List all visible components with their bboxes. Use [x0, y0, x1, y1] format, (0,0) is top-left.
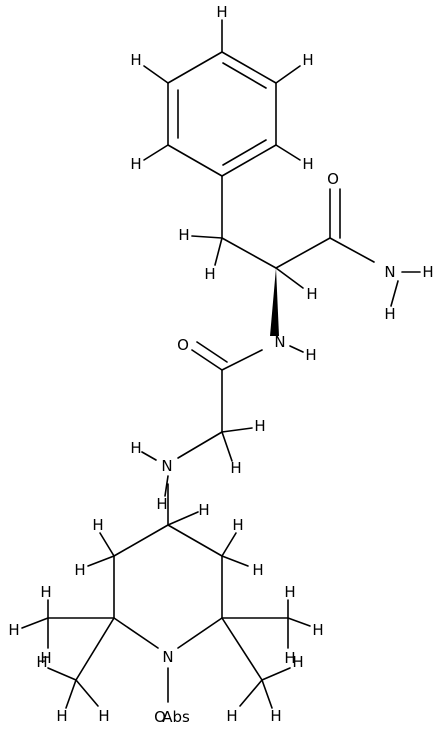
- atom-h-label: H: [254, 417, 265, 435]
- atom-n-piperidine: N: [162, 648, 173, 666]
- atom-h-label: H: [270, 707, 281, 725]
- stereo-wedge-bond: [270, 268, 279, 336]
- atom-h-label: H: [178, 226, 189, 244]
- atom-h-label: H: [40, 649, 51, 667]
- atom-h-label: H: [284, 583, 295, 601]
- atom-h-label: H: [252, 561, 263, 579]
- atom-h-label: H: [216, 3, 227, 21]
- atom-o-carbonyl-mid: O: [177, 336, 189, 354]
- atom-h-label: H: [40, 583, 51, 601]
- atom-h-label: H: [198, 501, 209, 519]
- atom-h-label: H: [156, 495, 167, 513]
- atom-o-nitroxyl: O: [154, 708, 166, 726]
- bond-lines: [21, 19, 421, 709]
- atom-h-label: H: [92, 516, 103, 534]
- atom-h-label: H: [130, 439, 141, 457]
- atom-h-label: H: [302, 155, 313, 173]
- atom-n-amide-terminal: N: [384, 263, 395, 281]
- atom-h-label: H: [204, 265, 215, 283]
- atom-h-label: H: [384, 305, 395, 323]
- atom-h-label: H: [130, 155, 141, 173]
- atom-o-carbonyl-top: O: [327, 170, 339, 188]
- atom-h-label: H: [230, 459, 241, 477]
- atom-h-label: H: [306, 285, 317, 303]
- atom-h-label: H: [130, 51, 141, 69]
- atom-h-label: H: [232, 516, 243, 534]
- radical-label: Abs: [162, 708, 190, 726]
- atom-h-label: H: [312, 621, 323, 639]
- atom-h-label: H: [422, 263, 433, 281]
- atom-h-label: H: [292, 653, 303, 671]
- atom-h-label: H: [36, 653, 47, 671]
- atom-h-label: H: [302, 51, 313, 69]
- atom-n-amine: N: [161, 457, 172, 475]
- atom-h-label: H: [284, 649, 295, 667]
- atom-h-label: H: [305, 346, 316, 364]
- atom-h-label: H: [226, 707, 237, 725]
- atom-h-label: H: [74, 561, 85, 579]
- hydrogen-labels: H H H H H H H H H H H H H H H H H H H H H H H H H H H H H H H H: [8, 3, 433, 725]
- atom-h-label: H: [8, 621, 19, 639]
- atom-n-amide-mid: N: [274, 333, 285, 351]
- atom-h-label: H: [56, 707, 67, 725]
- atom-h-label: H: [98, 707, 109, 725]
